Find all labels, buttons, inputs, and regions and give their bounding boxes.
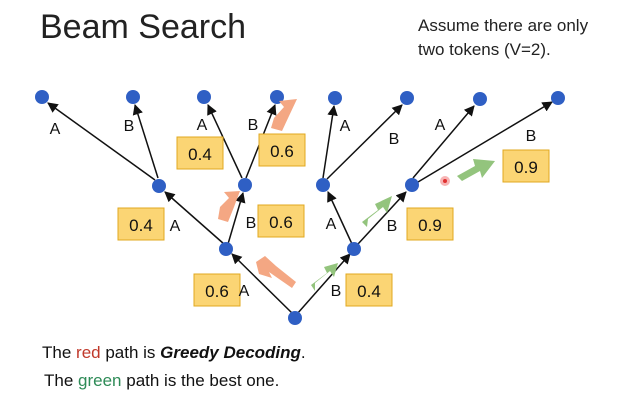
- node-r1: [347, 242, 361, 256]
- node-rl: [316, 178, 330, 192]
- label-l1-left: A: [170, 218, 181, 235]
- caption-green-word: green: [78, 371, 122, 390]
- label-rr-right: B: [526, 128, 537, 145]
- assumption-line-1: Assume there are only: [418, 16, 589, 35]
- caption-greedy-emph: Greedy Decoding: [160, 343, 301, 362]
- node-lrr: [270, 90, 284, 104]
- edge-rr-left: [412, 105, 475, 179]
- edge-l1-left: [164, 191, 225, 245]
- prob-root-left: 0.6: [205, 282, 229, 301]
- node-rlr: [400, 91, 414, 105]
- caption-greedy-post: .: [300, 343, 306, 362]
- node-rrl: [473, 92, 487, 106]
- red-arrow-1: [256, 256, 296, 288]
- label-root-left: A: [239, 283, 250, 300]
- edge-rr-right: [417, 101, 553, 183]
- prob-l1-left: 0.4: [129, 216, 153, 235]
- page-title: Beam Search: [40, 8, 246, 46]
- caption-best: The green path is the best one.: [44, 371, 279, 391]
- label-l1-right: B: [246, 215, 257, 232]
- label-r1-left: A: [326, 216, 337, 233]
- pointer-dot-center: [443, 179, 447, 183]
- label-root-right: B: [331, 283, 342, 300]
- edge-r1-left: [327, 191, 353, 245]
- edge-r1-right: [357, 191, 407, 245]
- prob-box-l1-left: 0.4: [117, 207, 165, 241]
- assumption-line-2: two tokens (V=2).: [418, 40, 551, 59]
- label-ll-left: A: [50, 121, 61, 138]
- node-lll: [35, 90, 49, 104]
- edge-root-right: [296, 253, 351, 315]
- label-rl-right: B: [389, 131, 400, 148]
- green-path-arrows: [311, 159, 495, 291]
- label-r1-right: B: [387, 218, 398, 235]
- label-rr-left: A: [435, 117, 446, 134]
- edge-rl-right: [326, 104, 403, 180]
- prob-box-root-left: 0.6: [193, 273, 241, 307]
- edge-lr-left: [207, 104, 243, 179]
- green-arrow-1: [311, 263, 338, 291]
- prob-lr-left: 0.4: [188, 145, 212, 164]
- red-arrow-3: [271, 99, 297, 131]
- red-arrow-2: [218, 191, 240, 222]
- red-path-arrows: [218, 99, 297, 288]
- prob-r1-right: 0.9: [418, 216, 442, 235]
- edge-l1-right: [227, 191, 246, 245]
- prob-box-rr-right: 0.9: [502, 149, 550, 183]
- node-l1: [219, 242, 233, 256]
- prob-lr-right: 0.6: [270, 142, 294, 161]
- prob-box-lr-left: 0.4: [176, 136, 224, 170]
- node-root: [288, 311, 302, 325]
- caption-greedy-mid: path is: [100, 343, 161, 362]
- node-llr: [126, 90, 140, 104]
- assumption-note: Assume there are only two tokens (V=2).: [418, 14, 623, 62]
- prob-box-lr-right: 0.6: [258, 133, 306, 167]
- caption-best-pre: The: [44, 371, 79, 390]
- edge-ll-right: [132, 103, 159, 179]
- node-rll: [328, 91, 342, 105]
- prob-box-root-right: 0.4: [345, 273, 393, 307]
- edge-ll-left: [47, 102, 156, 181]
- node-lrl: [197, 90, 211, 104]
- prob-box-l1-right: 0.6: [257, 204, 305, 238]
- green-arrow-3: [457, 159, 495, 181]
- caption-greedy: The red path is Greedy Decoding.: [42, 343, 306, 363]
- prob-l1-right: 0.6: [269, 213, 293, 232]
- edge-root-left: [231, 253, 294, 315]
- caption-red-word: red: [76, 343, 101, 362]
- caption-best-post: path is the best one.: [121, 371, 280, 390]
- edge-rl-left: [322, 104, 338, 179]
- prob-root-right: 0.4: [357, 282, 381, 301]
- label-lr-right: B: [248, 117, 259, 134]
- caption-greedy-pre: The: [42, 343, 77, 362]
- node-lr: [238, 178, 252, 192]
- label-ll-right: B: [124, 118, 135, 135]
- prob-box-r1-right: 0.9: [406, 207, 454, 241]
- node-rrr: [551, 91, 565, 105]
- node-ll: [152, 179, 166, 193]
- node-rr: [405, 178, 419, 192]
- green-arrow-2: [362, 196, 392, 227]
- label-lr-left: A: [197, 117, 208, 134]
- label-rl-left: A: [340, 118, 351, 135]
- prob-rr-right: 0.9: [514, 158, 538, 177]
